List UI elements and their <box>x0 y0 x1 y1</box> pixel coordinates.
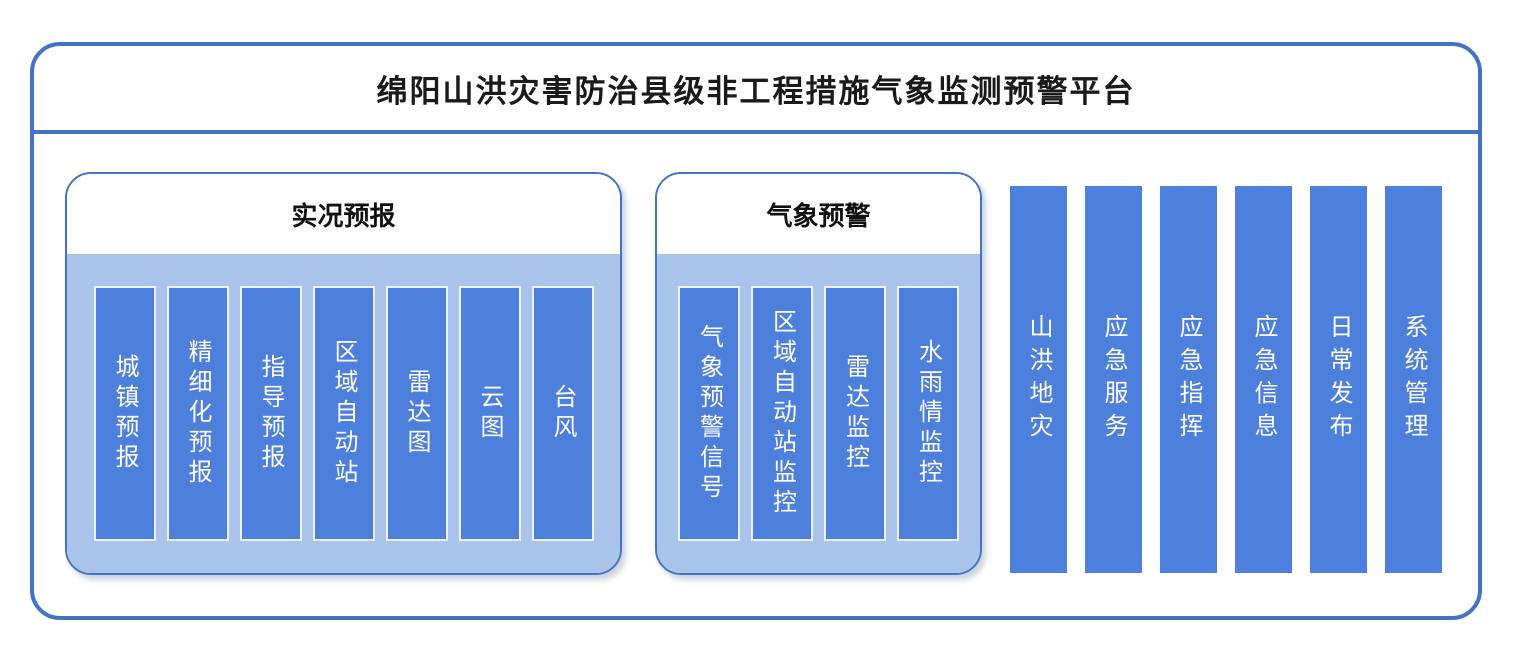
item-guidance-forecast[interactable]: 指导预报 <box>239 286 302 541</box>
item-emergency-info[interactable]: 应急信息 <box>1235 186 1292 573</box>
item-regional-auto-station[interactable]: 区域自动站 <box>312 286 375 541</box>
item-water-rain-monitor[interactable]: 水雨情监控 <box>897 286 959 541</box>
item-emergency-service[interactable]: 应急服务 <box>1085 186 1142 573</box>
item-daily-release[interactable]: 日常发布 <box>1310 186 1367 573</box>
item-urban-forecast[interactable]: 城镇预报 <box>93 286 156 541</box>
item-cloud-map[interactable]: 云图 <box>458 286 521 541</box>
item-radar-monitor[interactable]: 雷达监控 <box>824 286 886 541</box>
group-realtime-forecast-title: 实况预报 <box>67 174 620 254</box>
group-weather-warning: 气象预警 气象预警信号 区域自动站监控 雷达监控 水雨情监控 <box>655 172 982 575</box>
group-weather-warning-title: 气象预警 <box>657 174 980 254</box>
content-area: 实况预报 城镇预报 精细化预报 指导预报 区域自动站 雷达图 云图 台风 气象预… <box>34 134 1478 612</box>
page-title: 绵阳山洪灾害防治县级非工程措施气象监测预警平台 <box>376 73 1136 109</box>
item-weather-warning-signal[interactable]: 气象预警信号 <box>678 286 740 541</box>
platform-frame: 绵阳山洪灾害防治县级非工程措施气象监测预警平台 实况预报 城镇预报 精细化预报 … <box>30 42 1482 620</box>
item-typhoon[interactable]: 台风 <box>531 286 594 541</box>
group-weather-warning-body: 气象预警信号 区域自动站监控 雷达监控 水雨情监控 <box>657 254 980 573</box>
group-realtime-forecast: 实况预报 城镇预报 精细化预报 指导预报 区域自动站 雷达图 云图 台风 <box>65 172 622 575</box>
item-system-management[interactable]: 系统管理 <box>1385 186 1442 573</box>
item-flood-geohazard[interactable]: 山洪地灾 <box>1010 186 1067 573</box>
item-emergency-command[interactable]: 应急指挥 <box>1160 186 1217 573</box>
group-realtime-forecast-body: 城镇预报 精细化预报 指导预报 区域自动站 雷达图 云图 台风 <box>67 254 620 573</box>
item-regional-auto-station-monitor[interactable]: 区域自动站监控 <box>751 286 813 541</box>
header: 绵阳山洪灾害防治县级非工程措施气象监测预警平台 <box>34 46 1478 134</box>
standalone-menu: 山洪地灾 应急服务 应急指挥 应急信息 日常发布 系统管理 <box>1010 186 1442 573</box>
item-radar-map[interactable]: 雷达图 <box>385 286 448 541</box>
item-refined-forecast[interactable]: 精细化预报 <box>166 286 229 541</box>
